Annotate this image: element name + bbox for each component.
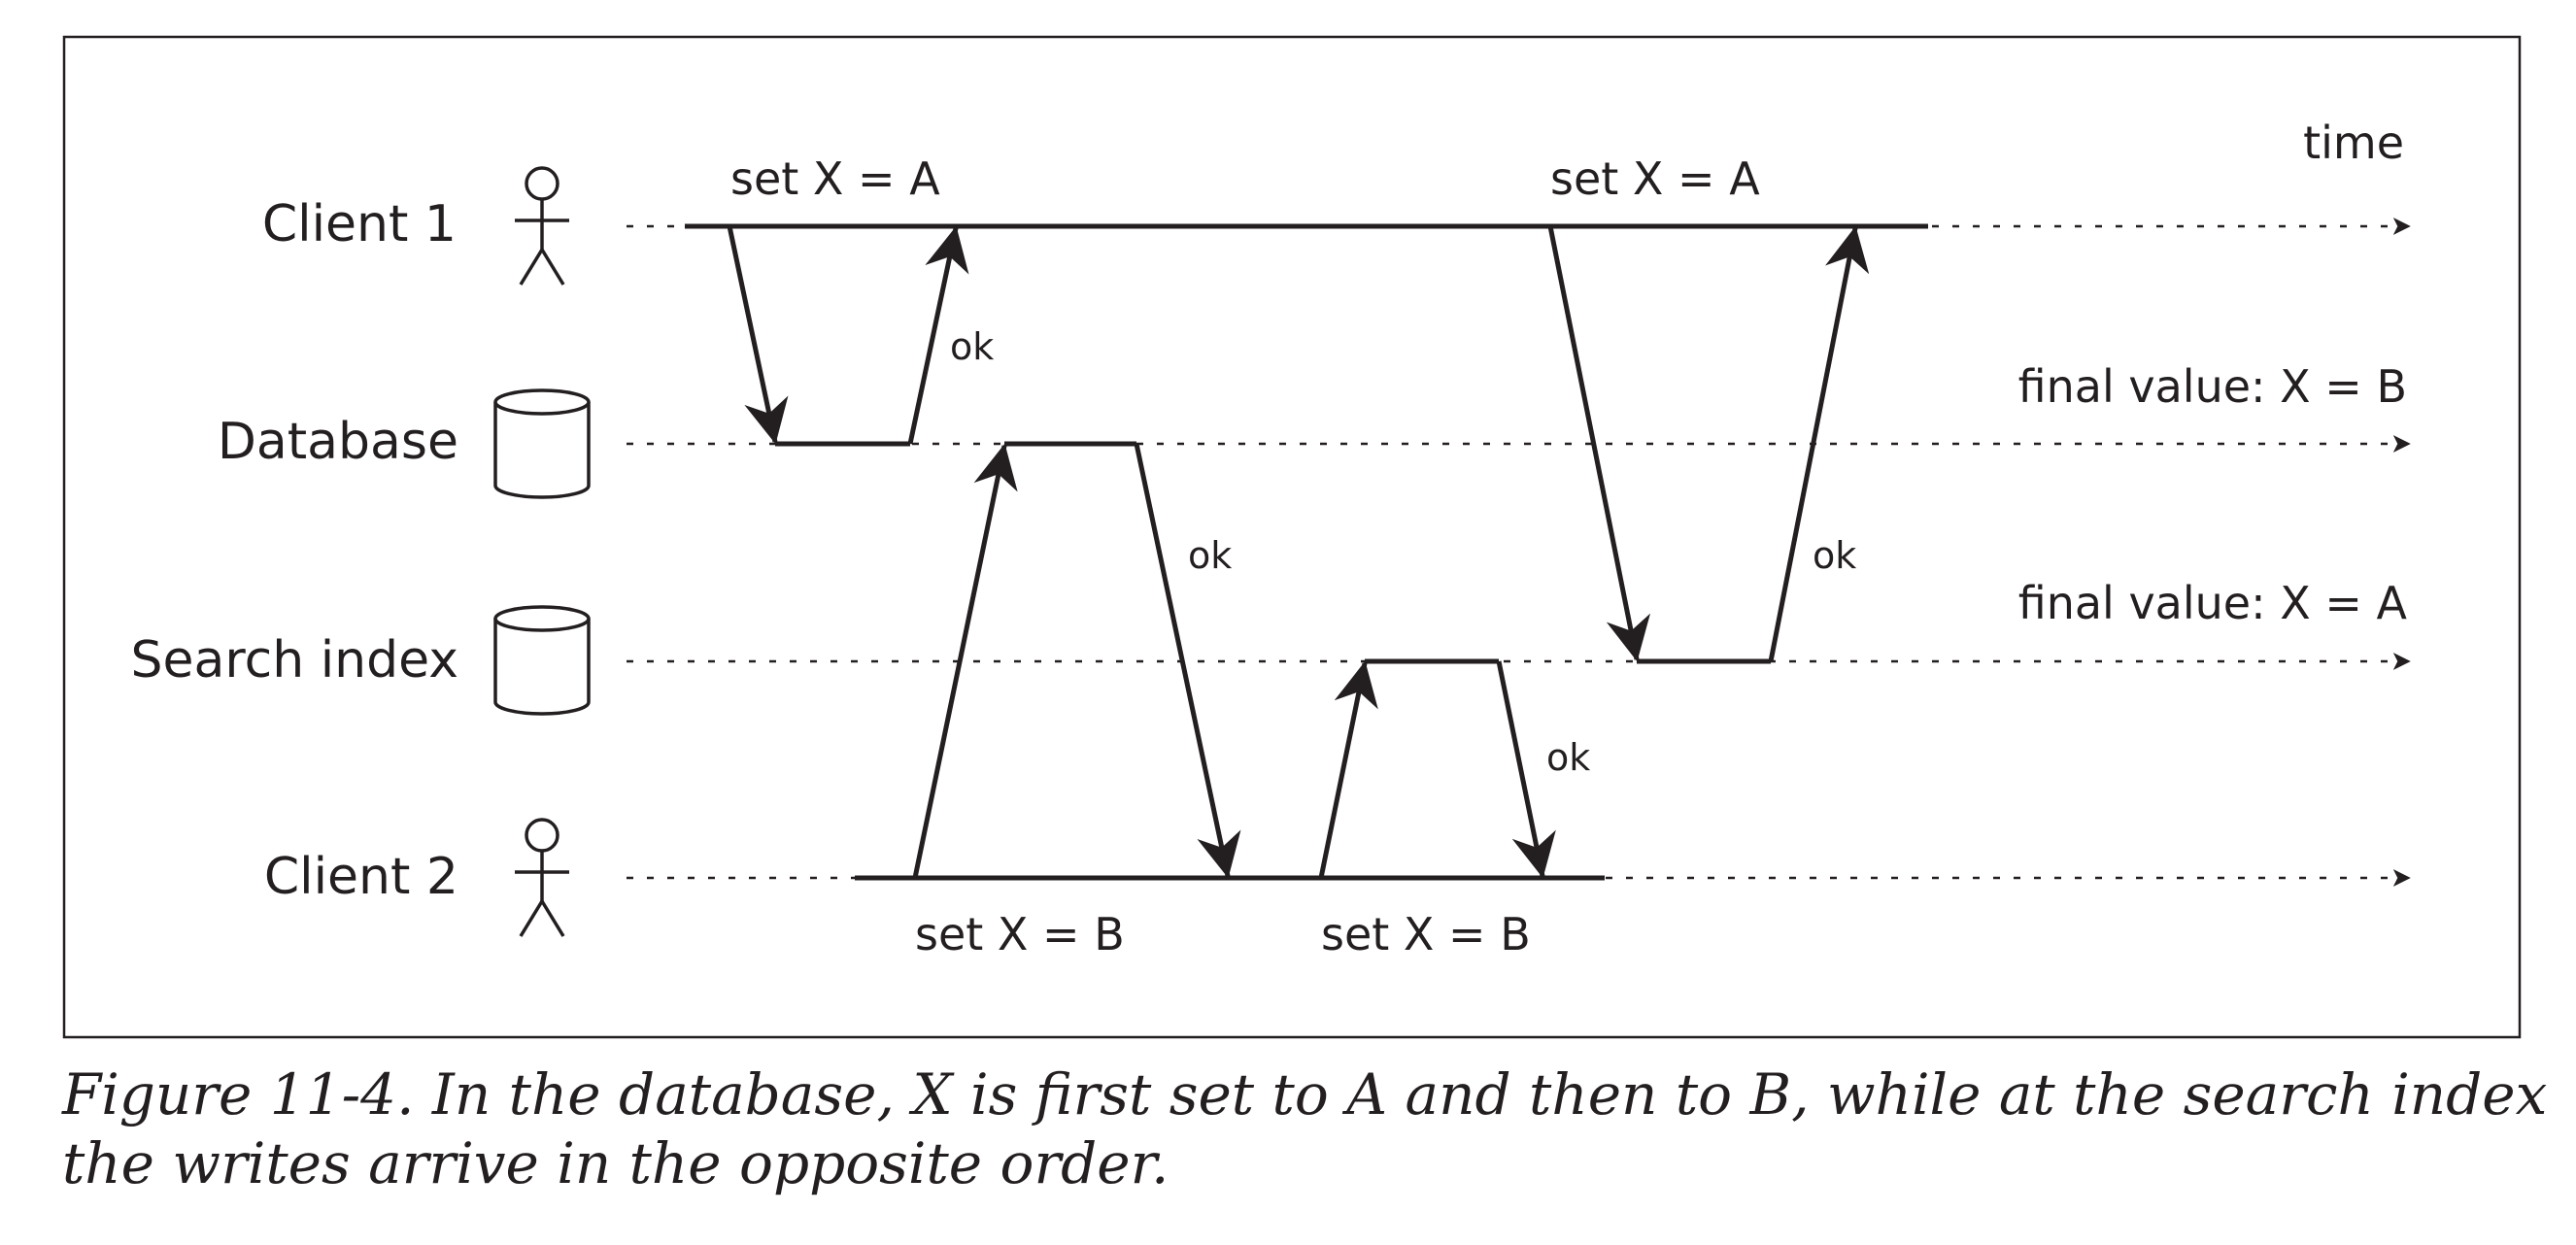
label-c2-set-x-b-first: set X = B (915, 908, 1125, 960)
arrow-db-ok-to-c1 (907, 225, 969, 445)
lane-label-search-index: Search index (131, 631, 458, 690)
label-c1-set-x-a-second: set X = A (1550, 152, 1760, 205)
lane-label-database: Database (218, 413, 458, 471)
final-value-search-index: final value: X = A (2018, 577, 2408, 629)
person-icon (515, 818, 569, 937)
database-cylinder-icon (493, 388, 591, 499)
label-c1-set-x-a-first: set X = A (730, 152, 940, 205)
person-icon (515, 166, 569, 286)
label-ok-db-to-c2: ok (1188, 534, 1232, 577)
label-ok-search-to-c2: ok (1546, 736, 1590, 779)
label-ok-db-to-c1: ok (950, 325, 994, 368)
figure-frame (62, 35, 2522, 1039)
arrow-search-ok-to-c2 (1496, 660, 1556, 879)
label-c2-set-x-b-second: set X = B (1321, 908, 1531, 960)
lane-label-client1: Client 1 (262, 195, 457, 253)
arrow-c2-to-search (1318, 660, 1378, 879)
label-ok-search-to-c1: ok (1813, 534, 1856, 577)
arrow-c1-to-db (727, 225, 789, 445)
time-label: time (2303, 117, 2404, 169)
arrow-c2-to-db (912, 443, 1018, 879)
arrow-c1-to-search (1547, 225, 1651, 662)
arrow-db-ok-to-c2 (1134, 443, 1241, 879)
database-cylinder-icon (493, 605, 591, 716)
arrow-search-ok-to-c1 (1768, 225, 1870, 662)
final-value-database: final value: X = B (2018, 360, 2407, 413)
figure-caption: Figure 11-4. In the database, X is first… (62, 1061, 2548, 1196)
lane-label-client2: Client 2 (264, 848, 458, 906)
